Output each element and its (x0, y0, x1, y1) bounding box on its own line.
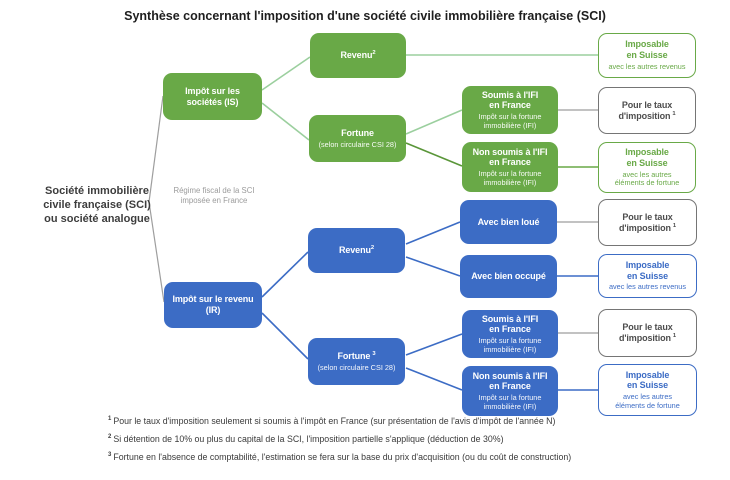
root-line: ou société analogue (44, 213, 150, 226)
node-ir-avec-bien-occupe: Avec bien occupé (460, 255, 557, 298)
node-is-fortune-subtitle: (selon circulaire CSI 28) (318, 139, 397, 149)
connector-is-fortune-soumis (405, 109, 463, 135)
connector-ir-fortune (261, 312, 309, 360)
root-line: Société immobilière (45, 185, 149, 197)
connector-ir-fortune-nonsoumis (405, 367, 463, 391)
node-ir-avec-bien-loue: Avec bien loué (460, 200, 557, 244)
center-note-line: imposée en France (180, 196, 248, 206)
root-node-sci: Société immobilière civile française (SC… (26, 184, 168, 226)
connector-root-ir (148, 201, 165, 303)
page-title: Synthèse concernant l'imposition d'une s… (124, 9, 606, 23)
connector-is-revenu (261, 56, 311, 91)
footnote-1-marker: 1 (108, 416, 112, 423)
footnote-3-marker: 3 (108, 452, 112, 459)
node-is-revenu-label: Revenu2 (340, 50, 376, 61)
connector-ir-revenu-loue (405, 221, 461, 245)
connector-root-is (148, 95, 164, 203)
footnote-2-marker: 2 (108, 434, 112, 441)
node-is-fortune: Fortune (selon circulaire CSI 28) (309, 115, 406, 162)
center-note-line: Régime fiscal de la SCI (173, 186, 255, 195)
root-line: civile française (SCI) (43, 199, 151, 212)
node-impot-revenu: Impôt sur le revenu(IR) (164, 282, 262, 328)
node-ir-avec-bien-loue-label: Avec bien loué (477, 216, 540, 227)
footnote-1-text: Pour le taux d'imposition seulement si s… (113, 416, 556, 426)
node-ir-fortune-subtitle: (selon circulaire CSI 28) (317, 362, 396, 372)
node-ir-revenu-label: Revenu2 (338, 245, 375, 256)
outcome-subtitle: avec les autres revenus (608, 282, 687, 292)
footnote-3-text: Fortune en l'absence de comptabilité, l'… (113, 452, 572, 463)
connector-is-fortune-nonsoumis (405, 142, 463, 167)
center-note: Régime fiscal de la SCI imposée en Franc… (166, 186, 262, 207)
outcome-subtitle: avec les autres revenus (608, 61, 686, 71)
footnote-2-text: Si détention de 10% ou plus du capital d… (113, 434, 504, 445)
node-ir-revenu: Revenu2 (308, 228, 405, 273)
node-ir-avec-bien-occupe-label: Avec bien occupé (471, 271, 546, 282)
connector-ir-revenu-occupe (405, 256, 461, 277)
node-is-fortune-label: Fortune (341, 127, 374, 138)
connector-is-fortune (261, 102, 310, 141)
node-impot-revenu-label: Impôt sur le revenu(IR) (172, 294, 254, 315)
connector-ir-fortune-soumis (405, 333, 463, 356)
connector-ir-revenu (261, 251, 309, 298)
node-is-revenu: Revenu2 (310, 33, 406, 78)
